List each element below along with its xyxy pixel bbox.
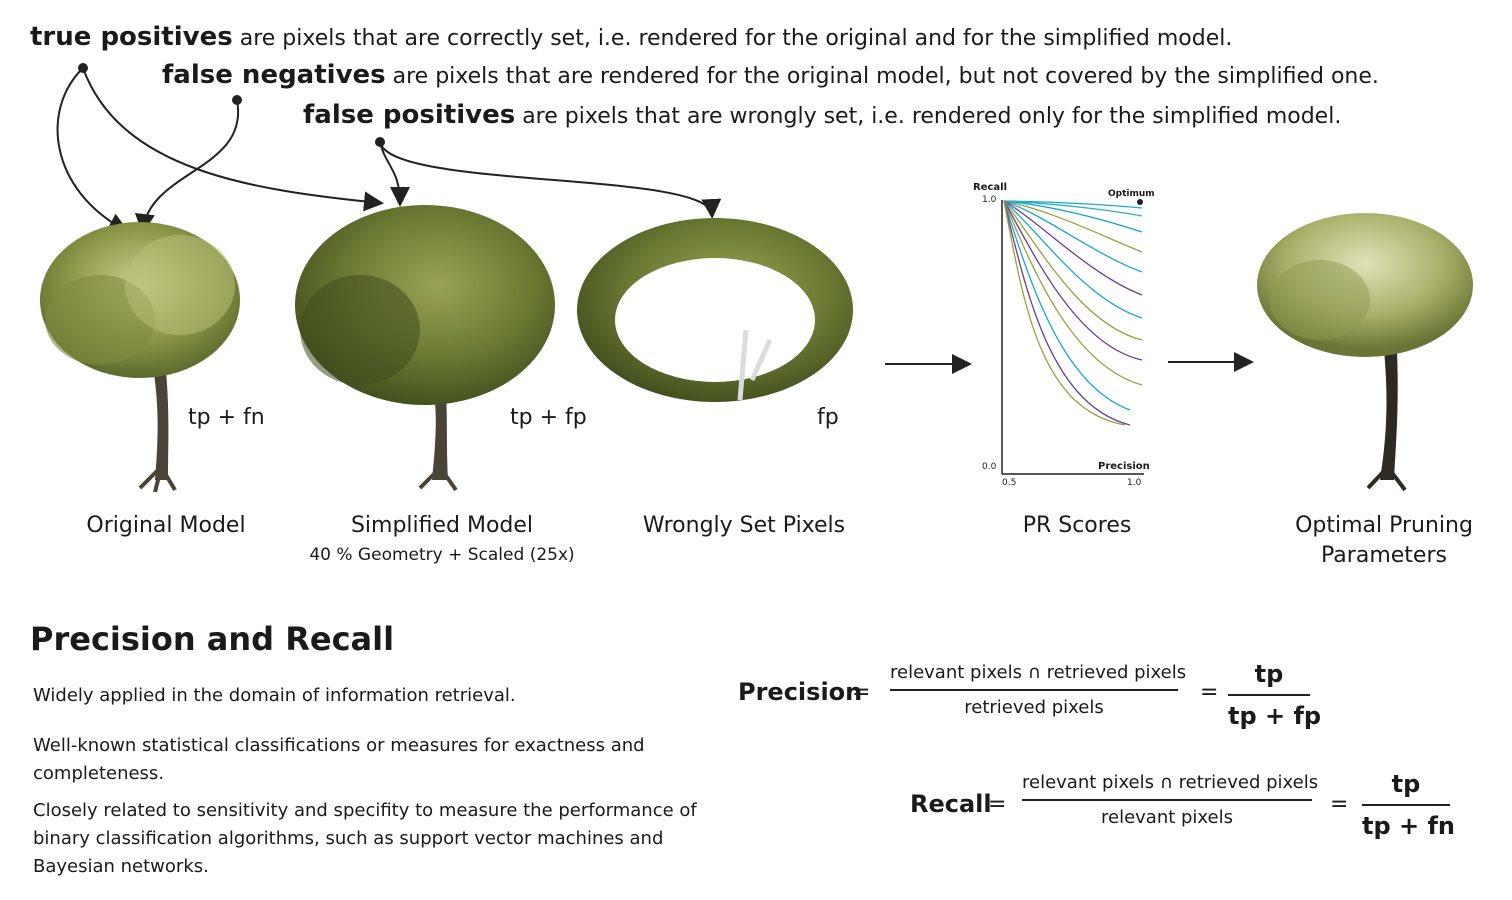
- fraction-bar: [1362, 804, 1450, 806]
- precision-tp-fp: tp + fp: [1228, 702, 1322, 730]
- connector-fp-simplified: [379, 141, 410, 207]
- pr-optimum-label: Optimum: [1108, 189, 1155, 199]
- precision-numerator: relevant pixels ∩ retrieved pixels: [890, 662, 1187, 683]
- paragraph-1: Widely applied in the domain of informat…: [33, 685, 516, 706]
- recall-fraction-words: relevant pixels ∩ retrieved pixels relev…: [1022, 772, 1319, 828]
- recall-equals-1: =: [988, 792, 1007, 817]
- pr-curves: [1003, 200, 1143, 426]
- caption-wrongly-set-pixels: Wrongly Set Pixels: [642, 513, 846, 538]
- subcaption-simplified-model: 40 % Geometry + Scaled (25x): [309, 545, 575, 565]
- connector-fn-original: [134, 99, 240, 234]
- recall-name: Recall: [910, 790, 992, 818]
- label-tp-fn: tp + fn: [188, 405, 265, 430]
- term-true-positives: true positives: [30, 22, 233, 52]
- term-false-negatives: false negatives: [162, 60, 386, 90]
- recall-numerator: relevant pixels ∩ retrieved pixels: [1022, 772, 1319, 793]
- pr-x-right-tick: 1.0: [1127, 478, 1142, 488]
- connector-tp-original: [56, 67, 129, 232]
- tree-simplified-model: [295, 205, 555, 492]
- term-false-positives: false positives: [303, 100, 516, 130]
- recall-tp-fn: tp + fn: [1362, 812, 1455, 840]
- recall-equals-2: =: [1330, 792, 1349, 817]
- paragraph-2: Well-known statistical classifications o…: [33, 735, 645, 784]
- recall-denominator: relevant pixels: [1100, 807, 1233, 828]
- tree-original-model: [40, 222, 240, 493]
- pr-x-left-tick: 0.5: [1002, 478, 1017, 488]
- caption-original-model: Original Model: [86, 513, 246, 538]
- precision-equals-1: =: [852, 680, 871, 705]
- label-tp-fp: tp + fp: [510, 405, 587, 430]
- section-title: Precision and Recall: [30, 620, 395, 658]
- label-fp: fp: [817, 405, 839, 430]
- pr-optimum-dot: [1137, 199, 1143, 205]
- recall-fraction-symbols: tp tp + fn: [1362, 770, 1455, 840]
- caption-pr-scores: PR Scores: [1022, 513, 1132, 538]
- definition-text: are pixels that are correctly set, i.e. …: [239, 26, 1233, 51]
- pr-chart: [1001, 199, 1144, 475]
- caption-simplified-model: Simplified Model: [350, 513, 534, 538]
- fraction-bar: [1022, 799, 1312, 801]
- pr-ylabel: Recall: [973, 182, 1008, 193]
- precision-tp: tp: [1254, 660, 1284, 688]
- connector-lines: [56, 63, 722, 234]
- pr-xlabel: Precision: [1098, 461, 1150, 472]
- fraction-bar: [1228, 694, 1310, 696]
- definition-true-positives: true positives are pixels that are corre…: [30, 22, 1232, 52]
- pr-y-bottom-tick: 0.0: [982, 462, 997, 472]
- tree-optimal: [1257, 213, 1473, 492]
- precision-fraction-words: relevant pixels ∩ retrieved pixels retri…: [890, 662, 1187, 718]
- paragraph-3: Closely related to sensitivity and speci…: [33, 800, 697, 877]
- definition-text: are pixels that are wrongly set, i.e. re…: [522, 104, 1342, 129]
- definition-false-positives: false positives are pixels that are wron…: [303, 100, 1341, 130]
- precision-name: Precision: [738, 678, 863, 706]
- precision-equals-2: =: [1200, 680, 1219, 705]
- fraction-bar: [890, 689, 1178, 691]
- precision-denominator: retrieved pixels: [964, 697, 1104, 718]
- caption-optimal-line1: Optimal Pruning: [1295, 513, 1473, 538]
- caption-optimal-line2: Parameters: [1321, 543, 1447, 568]
- recall-tp: tp: [1391, 770, 1421, 798]
- tree-wrongly-set-pixels: [577, 218, 853, 402]
- pr-y-top-tick: 1.0: [982, 195, 997, 205]
- definition-text: are pixels that are rendered for the ori…: [392, 64, 1379, 89]
- connector-fp-wrong: [379, 141, 722, 219]
- precision-fraction-symbols: tp tp + fp: [1228, 660, 1322, 730]
- definition-false-negatives: false negatives are pixels that are rend…: [162, 60, 1379, 90]
